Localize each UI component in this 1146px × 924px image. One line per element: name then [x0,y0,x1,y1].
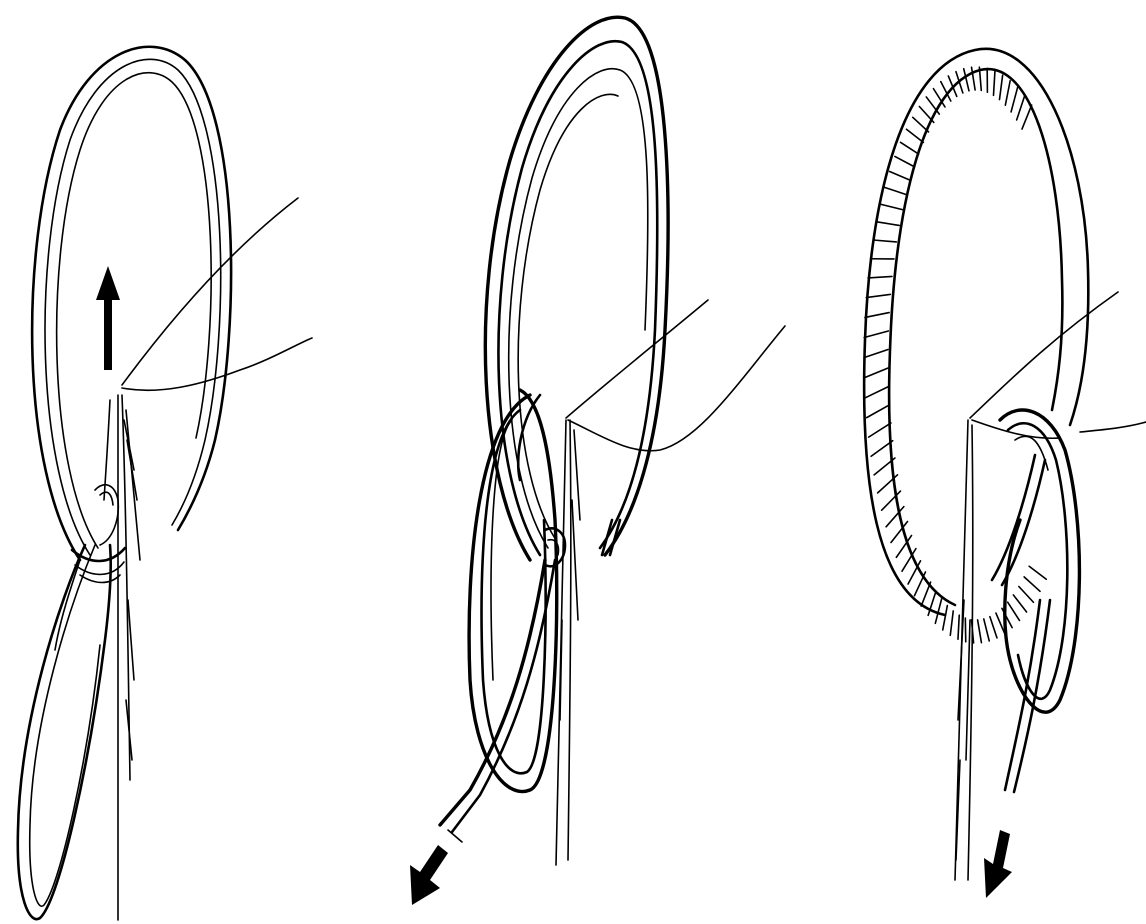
hatch-tick [978,620,982,643]
hatch-tick [950,611,953,635]
hatch-tick [1022,105,1032,129]
hatch-tick [868,276,892,277]
hatch-tick [993,71,994,95]
hatch-tick [1017,96,1025,120]
hatch-tick [881,204,903,209]
fine-threads [566,300,785,451]
hatch-tick [990,617,997,638]
panel-2 [410,17,785,905]
hatch-tick [1013,595,1026,612]
hatch-tick [895,156,914,166]
hatch-tick [919,107,933,123]
frayed-strand [955,420,973,880]
hatch-tick [890,172,910,181]
hatch-tick [1005,81,1010,105]
hatch-tick [1029,566,1046,579]
hatch-tick [984,619,989,641]
hatch-tick [914,572,925,596]
hatch-tick [900,142,918,154]
working-end [440,560,555,842]
lower-loop [469,390,557,792]
panel-3 [864,49,1146,898]
hatch-tick [873,240,896,242]
down-left-arrow-icon [984,830,1012,898]
hatch-tick [867,405,890,418]
hatch-tick [877,222,900,226]
panel-1 [18,47,312,920]
hatch-tick [926,97,939,114]
hatch-tick [865,387,888,398]
hanging-loop [18,545,111,919]
hatch-tick [865,313,889,318]
inner-loop [992,410,1079,712]
neck-wraps [72,485,125,583]
hatch-tick [864,349,888,357]
hatch-tick [866,294,890,297]
hatched-loop [864,49,1088,643]
down-left-arrow-icon [410,845,448,905]
hatch-tick [908,561,920,584]
hatch-tick [1024,577,1040,591]
hatch-tick [906,129,923,142]
hatch-tick [869,423,891,437]
hatch-tick [1011,88,1017,112]
hatch-tick [1019,586,1034,602]
hatch-tick [913,117,929,132]
frayed-strand [104,395,140,920]
hatch-tick [871,441,893,457]
hatch-tick [864,331,888,338]
hatch-tick [885,187,906,194]
hatch-tick [921,582,930,606]
hatch-tick [864,368,888,378]
hatch-tick [958,615,959,639]
large-loop [32,47,231,560]
up-arrow-icon [96,266,120,370]
hatch-tick [1008,602,1020,620]
hatch-tick [999,75,1002,99]
hatch-tick [943,606,948,630]
frayed-strand [556,420,580,865]
working-end [1005,600,1050,792]
hatch-tick [964,69,969,91]
